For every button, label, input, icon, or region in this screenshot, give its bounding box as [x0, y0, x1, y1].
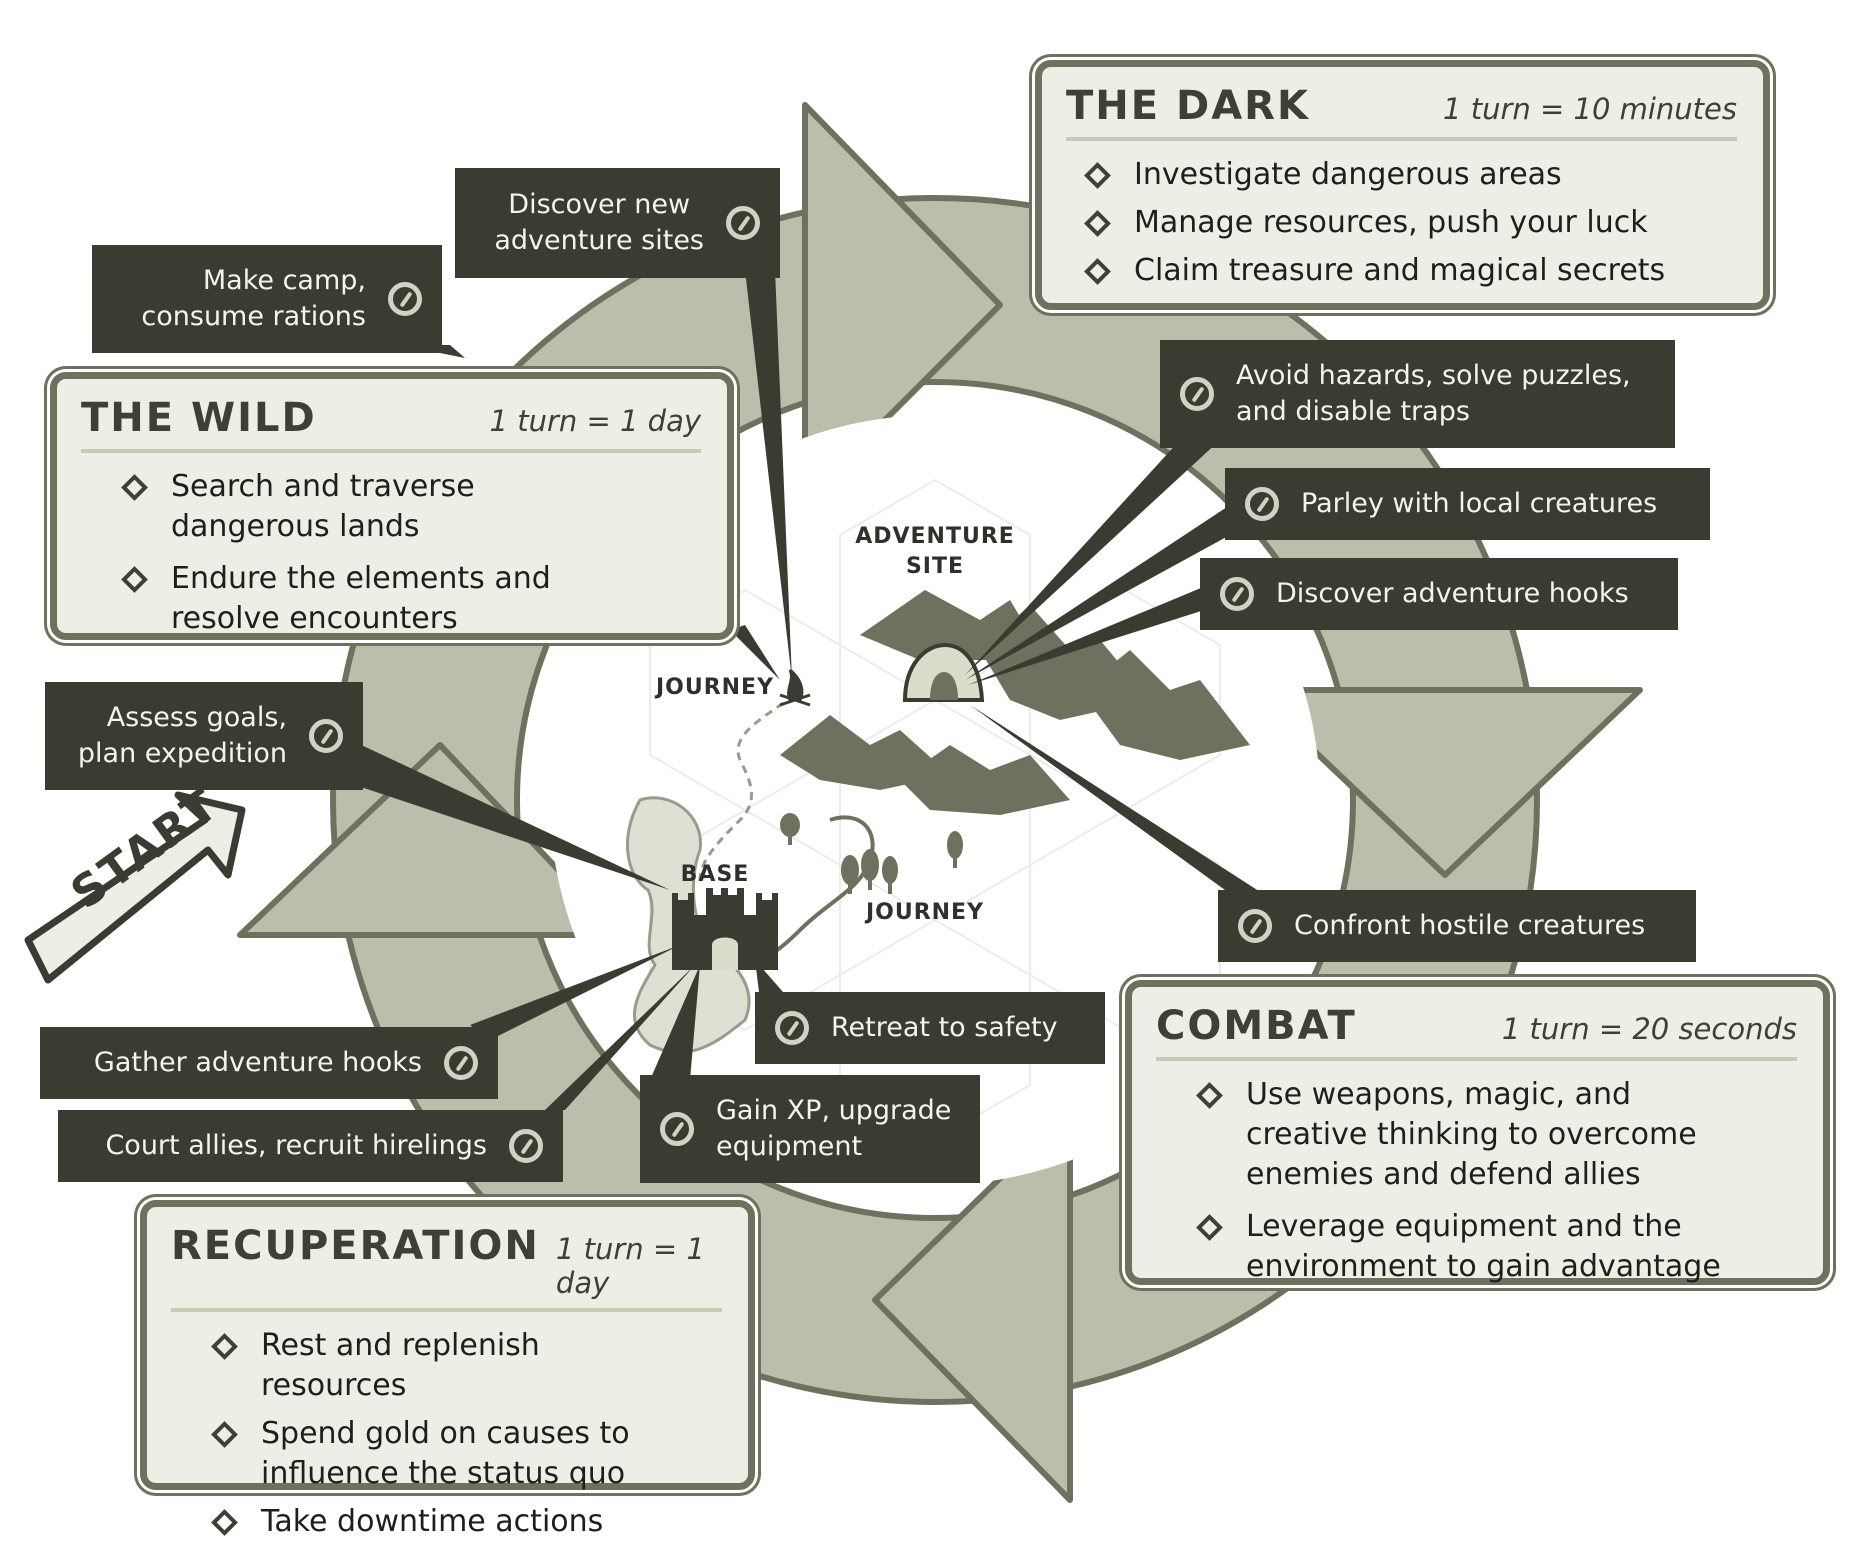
callout-discover-sites: Discover new adventure sites — [455, 168, 780, 278]
callout-parley: Parley with local creatures — [1225, 468, 1710, 540]
diamond-bullet-icon — [211, 1509, 238, 1536]
phase-panel-combat: COMBAT 1 turn = 20 seconds Use weapons, … — [1125, 980, 1830, 1285]
turn-length: 1 turn = 1 day — [489, 404, 701, 438]
diamond-bullet-icon — [1196, 1082, 1223, 1109]
phase-panel-wild: THE WILD 1 turn = 1 day Search and trave… — [50, 372, 734, 640]
compass-icon — [726, 206, 760, 240]
callout-pointers — [340, 270, 1265, 1110]
panel-header: THE WILD 1 turn = 1 day — [81, 395, 701, 453]
campfire-icon — [779, 668, 811, 707]
diamond-bullet-icon — [1084, 162, 1111, 189]
callout-discover-hooks: Discover adventure hooks — [1200, 558, 1678, 630]
map-label-base: BASE — [680, 862, 750, 887]
bullet-list: Investigate dangerous areas Manage resou… — [1066, 155, 1737, 291]
callout-assess-goals: Assess goals, plan expedition — [45, 682, 363, 790]
turn-length: 1 turn = 20 seconds — [1501, 1012, 1797, 1046]
compass-icon — [1238, 909, 1272, 943]
compass-icon — [388, 282, 422, 316]
diamond-bullet-icon — [121, 474, 148, 501]
callout-avoid-hazards: Avoid hazards, solve puzzles, and disabl… — [1160, 340, 1675, 448]
diamond-bullet-icon — [1084, 258, 1111, 285]
list-item: Leverage equipment and the environment t… — [1196, 1207, 1757, 1287]
phase-title: COMBAT — [1156, 1003, 1357, 1049]
compass-icon — [444, 1046, 478, 1080]
phase-panel-dark: THE DARK 1 turn = 10 minutes Investigate… — [1035, 60, 1770, 310]
callout-confront: Confront hostile creatures — [1218, 890, 1696, 962]
list-item: Claim treasure and magical secrets — [1084, 251, 1737, 291]
list-item: Investigate dangerous areas — [1084, 155, 1737, 195]
panel-header: RECUPERATION 1 turn = 1 day — [171, 1223, 722, 1312]
castle-icon — [672, 888, 778, 970]
diamond-bullet-icon — [211, 1333, 238, 1360]
panel-header: THE DARK 1 turn = 10 minutes — [1066, 83, 1737, 141]
phase-title: THE WILD — [81, 395, 317, 441]
list-item: Rest and replenish resources — [211, 1326, 692, 1406]
compass-icon — [660, 1112, 694, 1146]
diamond-bullet-icon — [211, 1421, 238, 1448]
bullet-list: Search and traverse dangerous lands Endu… — [81, 467, 701, 639]
bullet-list: Rest and replenish resources Spend gold … — [171, 1326, 722, 1542]
callout-gather-hooks: Gather adventure hooks — [40, 1027, 498, 1099]
callout-retreat: Retreat to safety — [755, 992, 1105, 1064]
callout-make-camp: Make camp, consume rations — [92, 245, 442, 353]
compass-icon — [1220, 577, 1254, 611]
panel-header: COMBAT 1 turn = 20 seconds — [1156, 1003, 1797, 1061]
list-item: Spend gold on causes to influence the st… — [211, 1414, 692, 1494]
bullet-list: Use weapons, magic, and creative thinkin… — [1156, 1075, 1797, 1287]
callout-court-allies: Court allies, recruit hirelings — [58, 1110, 563, 1182]
tree-icon — [780, 813, 963, 894]
compass-icon — [1245, 487, 1279, 521]
list-item: Use weapons, magic, and creative thinkin… — [1196, 1075, 1757, 1195]
map-label-adventure-site: ADVENTURE SITE — [855, 524, 1015, 579]
compass-icon — [509, 1129, 543, 1163]
map-label-journey-top: JOURNEY — [655, 675, 775, 700]
phase-panel-recuperation: RECUPERATION 1 turn = 1 day Rest and rep… — [140, 1200, 755, 1539]
list-item: Endure the elements and resolve encounte… — [121, 559, 551, 639]
diamond-bullet-icon — [1084, 210, 1111, 237]
turn-length: 1 turn = 1 day — [555, 1232, 705, 1300]
phase-title: RECUPERATION — [171, 1223, 540, 1269]
path-top — [698, 693, 796, 881]
map-label-journey-bottom: JOURNEY — [865, 900, 985, 925]
diamond-bullet-icon — [121, 566, 148, 593]
cycle-arrow-top — [802, 102, 1003, 503]
list-item: Manage resources, push your luck — [1084, 203, 1737, 243]
cave-icon — [902, 642, 985, 702]
phase-title: THE DARK — [1066, 83, 1310, 129]
list-item: Search and traverse dangerous lands — [121, 467, 551, 547]
start-arrow — [24, 791, 246, 984]
compass-icon — [775, 1011, 809, 1045]
cycle-arrow-bottom — [872, 1107, 1073, 1503]
compass-icon — [1180, 377, 1214, 411]
compass-icon — [309, 719, 343, 753]
list-item: Take downtime actions — [211, 1502, 692, 1542]
turn-length: 1 turn = 10 minutes — [1443, 92, 1737, 126]
cycle-arrow-right — [1247, 687, 1643, 878]
callout-gain-xp: Gain XP, upgrade equipment — [640, 1075, 980, 1183]
diamond-bullet-icon — [1196, 1214, 1223, 1241]
